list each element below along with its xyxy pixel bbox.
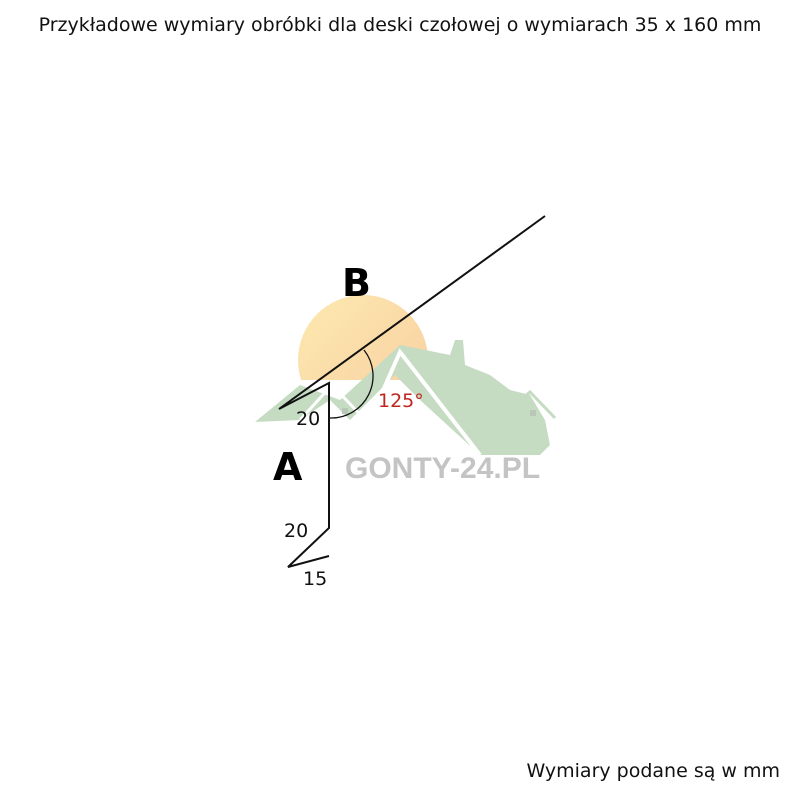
window-icon — [530, 410, 536, 416]
roof-outline-small — [298, 382, 372, 427]
roof-shape — [255, 340, 550, 455]
angle-arc — [329, 349, 374, 419]
flashing-profile-line — [278, 215, 546, 568]
roof-outline-large — [368, 348, 482, 457]
dim-hook: 15 — [303, 568, 327, 590]
angle-label: 125° — [378, 390, 424, 412]
label-b: B — [342, 261, 371, 305]
dim-bottom: 20 — [284, 520, 308, 542]
watermark-logo: GONTY-24.PL — [255, 295, 557, 485]
watermark-text: GONTY-24.PL — [345, 452, 540, 485]
diagram-title: Przykładowe wymiary obróbki dla deski cz… — [38, 14, 762, 36]
window-icon — [342, 408, 348, 414]
label-a: A — [273, 445, 303, 489]
units-note: Wymiary podane są w mm — [526, 760, 780, 782]
dim-top: 20 — [296, 408, 320, 430]
roof-outline-right — [499, 389, 557, 420]
